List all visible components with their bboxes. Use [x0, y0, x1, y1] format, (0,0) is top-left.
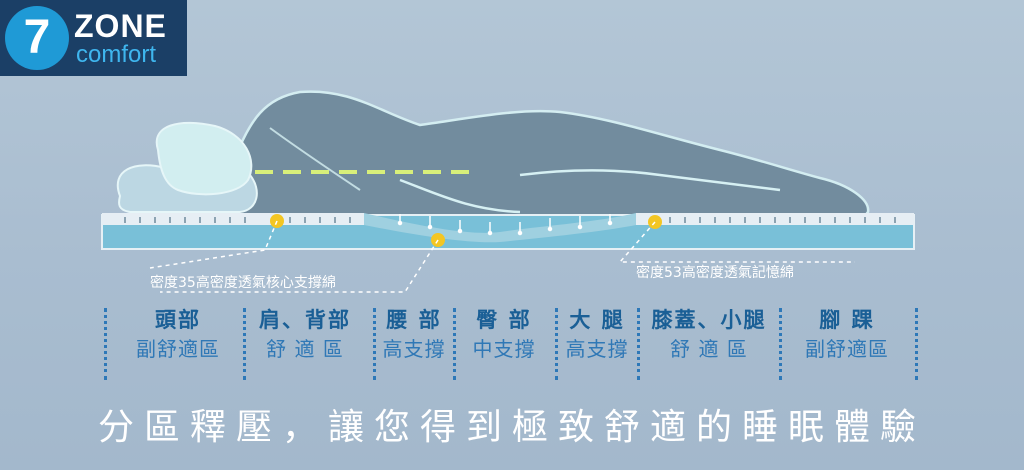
zone-desc: 副舒適區: [805, 337, 889, 361]
zone-name: 頭部: [155, 308, 201, 332]
zone-name: 臀 部: [476, 308, 532, 332]
zone-divider: [243, 308, 246, 380]
zone-name: 腰 部: [386, 308, 442, 332]
zone-waist: 腰 部 高支撐: [376, 306, 452, 364]
zone-hip: 臀 部 中支撐: [466, 306, 542, 364]
memory-foam-label: 密度53高密度透氣記憶綿: [636, 265, 794, 281]
logo-zone-text: ZONE: [74, 8, 167, 44]
mattress-top-left: [102, 213, 364, 225]
arm-contour: [399, 178, 521, 214]
zone-name: 大 腿: [569, 308, 625, 332]
zone-divider: [555, 308, 558, 380]
mattress-illustration: [101, 90, 915, 293]
brand-logo: 7 ZONE comfort: [0, 0, 187, 76]
core-foam-label: 密度35高密度透氣核心支撐綿: [150, 275, 336, 291]
zone-thigh: 大 腿 高支撐: [559, 306, 635, 364]
zone-head: 頭部 副舒適區: [128, 306, 228, 364]
spring-pins: [397, 214, 613, 236]
zone-divider: [779, 308, 782, 380]
torso-contour: [269, 127, 361, 191]
zone-name: 膝蓋、小腿: [651, 308, 767, 332]
zone-divider: [453, 308, 456, 380]
mattress-dip: [364, 213, 636, 243]
zone-name: 腳 踝: [819, 308, 875, 332]
zone-table: 頭部 副舒適區 肩、背部 舒 適 區 腰 部 高支撐 臀 部 中支撐 大 腿 高…: [100, 300, 930, 380]
zone-shoulder-back: 肩、背部 舒 適 區: [250, 306, 360, 364]
body-silhouette: [231, 90, 870, 224]
zone-desc: 舒 適 區: [670, 337, 748, 361]
leg-contour: [519, 169, 781, 192]
zone-desc: 副舒適區: [136, 337, 220, 361]
zone-divider: [104, 308, 107, 380]
zone-divider: [915, 308, 918, 380]
zone-desc: 舒 適 區: [266, 337, 344, 361]
tagline: 分區釋壓，讓您得到極致舒適的睡眠體驗: [97, 407, 926, 448]
zone-desc: 高支撐: [382, 337, 446, 361]
mattress-ticks: [124, 217, 896, 223]
zone-knee-calf: 膝蓋、小腿 舒 適 區: [645, 306, 773, 364]
zone-desc: 高支撐: [565, 337, 629, 361]
logo-comfort-text: comfort: [76, 41, 157, 68]
zone-divider: [637, 308, 640, 380]
logo-number: 7: [5, 6, 69, 70]
zone-desc: 中支撐: [472, 337, 536, 361]
leader-lines: [149, 220, 855, 293]
zone-name: 肩、背部: [259, 308, 351, 332]
head: [155, 121, 253, 196]
zone-ankle: 腳 踝 副舒適區: [792, 306, 902, 364]
zone-divider: [373, 308, 376, 380]
